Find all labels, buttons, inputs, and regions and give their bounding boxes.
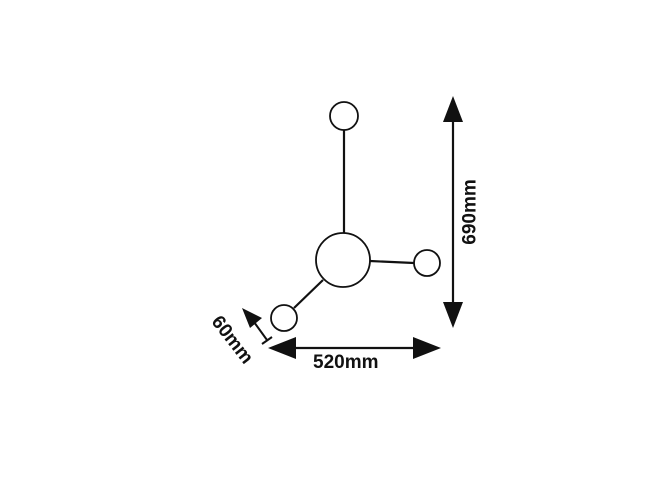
arrowhead-up-icon	[443, 96, 463, 122]
depth-dimension-arrow	[242, 308, 273, 345]
height-dimension-arrow	[443, 96, 463, 328]
width-dimension-arrow	[268, 337, 441, 359]
arrowhead-down-icon	[443, 302, 463, 328]
arm-right	[369, 259, 415, 265]
globe-bottom-left	[270, 304, 298, 332]
arrowhead-right-icon	[413, 337, 441, 359]
height-label: 690mm	[459, 179, 481, 245]
fixture	[270, 101, 441, 332]
globe-top	[329, 101, 359, 131]
globe-right	[413, 249, 441, 277]
width-label: 520mm	[313, 352, 379, 373]
arrowhead-left-icon	[268, 337, 296, 359]
depth-tick	[261, 336, 273, 345]
arm-bottom-left	[293, 279, 324, 309]
arrowhead-diagonal-icon	[242, 308, 262, 328]
globe-center	[315, 232, 371, 288]
